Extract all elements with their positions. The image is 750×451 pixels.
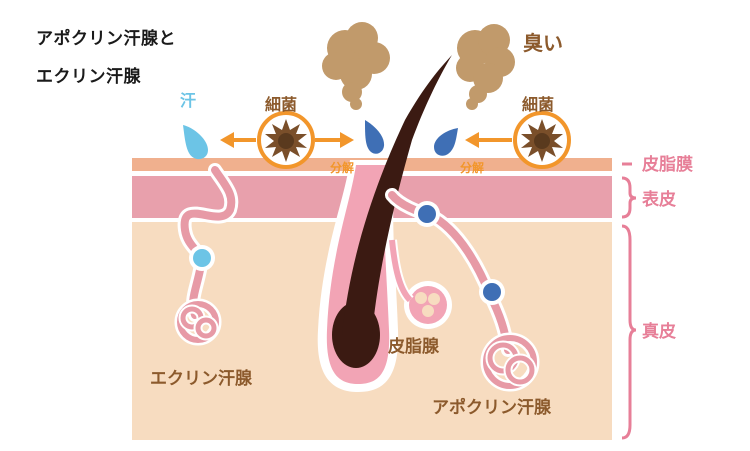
bacteria-right-icon (513, 111, 571, 169)
apocrine-sweat-drop-left-icon (365, 120, 385, 154)
epidermis-label: 表皮 (642, 189, 676, 210)
sweat-label: 汗 (180, 91, 196, 110)
sweat-drop-icon (183, 125, 208, 160)
title-line-1: アポクリン汗腺と (36, 29, 176, 49)
decompose-right-label: 分解 (460, 160, 484, 175)
apocrine-coil (480, 332, 540, 392)
dermis-bracket (621, 224, 637, 440)
apocrine-duct (388, 191, 512, 354)
apocrine-gland-label: アポクリン汗腺 (432, 397, 552, 418)
eccrine-cell (193, 249, 211, 267)
sebaceous-gland-label: 皮脂腺 (388, 336, 440, 357)
odor-cloud-right (456, 24, 515, 110)
eccrine-coil (174, 298, 222, 346)
title-line-2: エクリン汗腺 (36, 67, 141, 87)
bacteria-right-label: 細菌 (522, 95, 554, 114)
epidermis-bracket (621, 176, 637, 219)
arrow-left-icon (220, 132, 256, 148)
apocrine-sweat-drop-right-icon (434, 128, 458, 156)
eccrine-gland-label: エクリン汗腺 (150, 368, 253, 389)
odor-label: 臭い (523, 31, 563, 55)
eccrine-duct (180, 166, 236, 319)
apocrine-cell-1 (418, 205, 436, 223)
odor-cloud-left (322, 22, 390, 110)
apocrine-cell-2 (483, 283, 501, 301)
arrow-toward-drop-icon (465, 132, 512, 148)
dermis-label: 真皮 (642, 321, 676, 342)
sebum-membrane-label: 皮脂膜 (642, 154, 693, 175)
arrow-right-icon (315, 132, 354, 148)
decompose-left-label: 分解 (330, 160, 354, 175)
bacteria-left-icon (257, 111, 315, 169)
bacteria-left-label: 細菌 (265, 95, 297, 114)
